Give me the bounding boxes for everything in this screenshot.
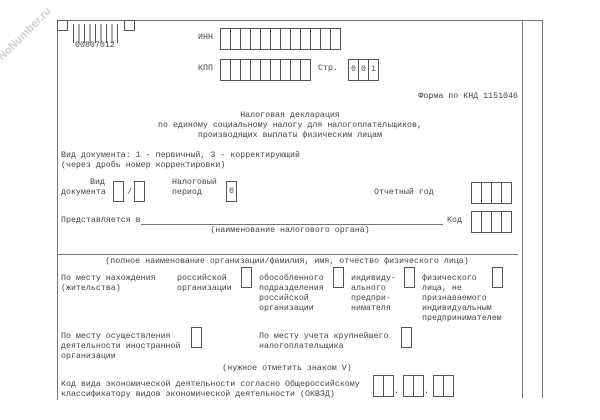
frame-right-outer <box>542 20 543 398</box>
foreign-org-checkbox[interactable] <box>191 327 202 348</box>
okved-dot: . <box>424 387 429 396</box>
largest-taxpayer-label: налогоплательщика <box>259 342 344 351</box>
largest-taxpayer-label: По месту учета крупнейшего <box>259 332 389 341</box>
correction-number-box[interactable] <box>134 181 145 202</box>
location-label: (жительства) <box>61 284 121 293</box>
slash: / <box>127 188 132 197</box>
report-year-label: Отчетный год <box>374 188 434 197</box>
tax-period-box[interactable]: 0 <box>226 181 237 202</box>
foreign-org-label: По месту осуществления <box>61 332 171 341</box>
separate-division-checkbox[interactable] <box>333 267 344 288</box>
tax-authority-code-field[interactable] <box>471 211 512 233</box>
inn-field[interactable] <box>220 28 341 50</box>
doc-type-hint: Вид документа: 1 - первичный, 3 - коррек… <box>61 151 300 160</box>
page-digit: 0 <box>359 60 369 80</box>
barcode <box>73 24 119 43</box>
frame-top <box>57 20 542 21</box>
okved-field-2[interactable] <box>403 375 424 397</box>
tax-period-label: Налоговый <box>172 178 217 187</box>
frame-right-inner <box>522 20 523 398</box>
page-digit: 1 <box>371 65 376 74</box>
code-label: Код <box>447 216 462 225</box>
report-year-field[interactable] <box>471 182 512 204</box>
watermark: NoNumber.ru <box>0 5 54 63</box>
form-title: Налоговая декларация <box>240 111 340 120</box>
entrepreneur-checkbox[interactable] <box>404 267 415 288</box>
foreign-org-label: организации <box>61 352 116 361</box>
kpp-field[interactable] <box>220 59 311 81</box>
individual-checkbox[interactable] <box>492 267 503 288</box>
okved-label: Код вида экономической деятельности согл… <box>61 380 360 389</box>
org-name-caption: (полное наименование организации/фамилия… <box>105 257 469 266</box>
form-code: Форма по КНД 1151046 <box>418 92 518 101</box>
mark-hint: (нужное отметить знаком V) <box>222 364 352 373</box>
russian-org-checkbox[interactable] <box>241 267 252 288</box>
page-label: Стр. <box>318 64 338 73</box>
inn-label: ИНН <box>198 33 213 42</box>
location-label: По месту нахождения <box>61 274 156 283</box>
foreign-org-label: деятельности иностранной <box>61 342 181 351</box>
form-title: по единому социальному налогу для налого… <box>158 121 422 130</box>
doc-type-box[interactable] <box>113 181 124 202</box>
corner-marker <box>124 20 135 31</box>
okved-dot: . <box>394 387 399 396</box>
largest-taxpayer-checkbox[interactable] <box>401 327 412 348</box>
submitted-to-label: Представляется в <box>61 216 141 225</box>
barcode-number: 00807012 <box>75 41 115 50</box>
doc-type-label: Вид <box>90 178 105 187</box>
tax-authority-line[interactable] <box>141 224 443 225</box>
org-name-line[interactable] <box>57 254 518 255</box>
okved-field-3[interactable] <box>433 375 454 397</box>
tax-period-label: период <box>172 188 202 197</box>
tax-authority-caption: (наименование налогового органа) <box>210 226 370 235</box>
corner-marker <box>57 20 68 31</box>
okved-field-1[interactable] <box>373 375 394 397</box>
kpp-label: КПП <box>198 64 213 73</box>
form-title: производящих выплаты физическим лицам <box>197 131 383 140</box>
frame-left <box>57 20 58 400</box>
okved-label: классификатору видов экономической деяте… <box>61 390 335 399</box>
page-digit: 0 <box>349 60 359 80</box>
doc-type-label: документа <box>61 188 106 197</box>
doc-type-hint: (через дробь номер корректировки) <box>61 161 226 170</box>
